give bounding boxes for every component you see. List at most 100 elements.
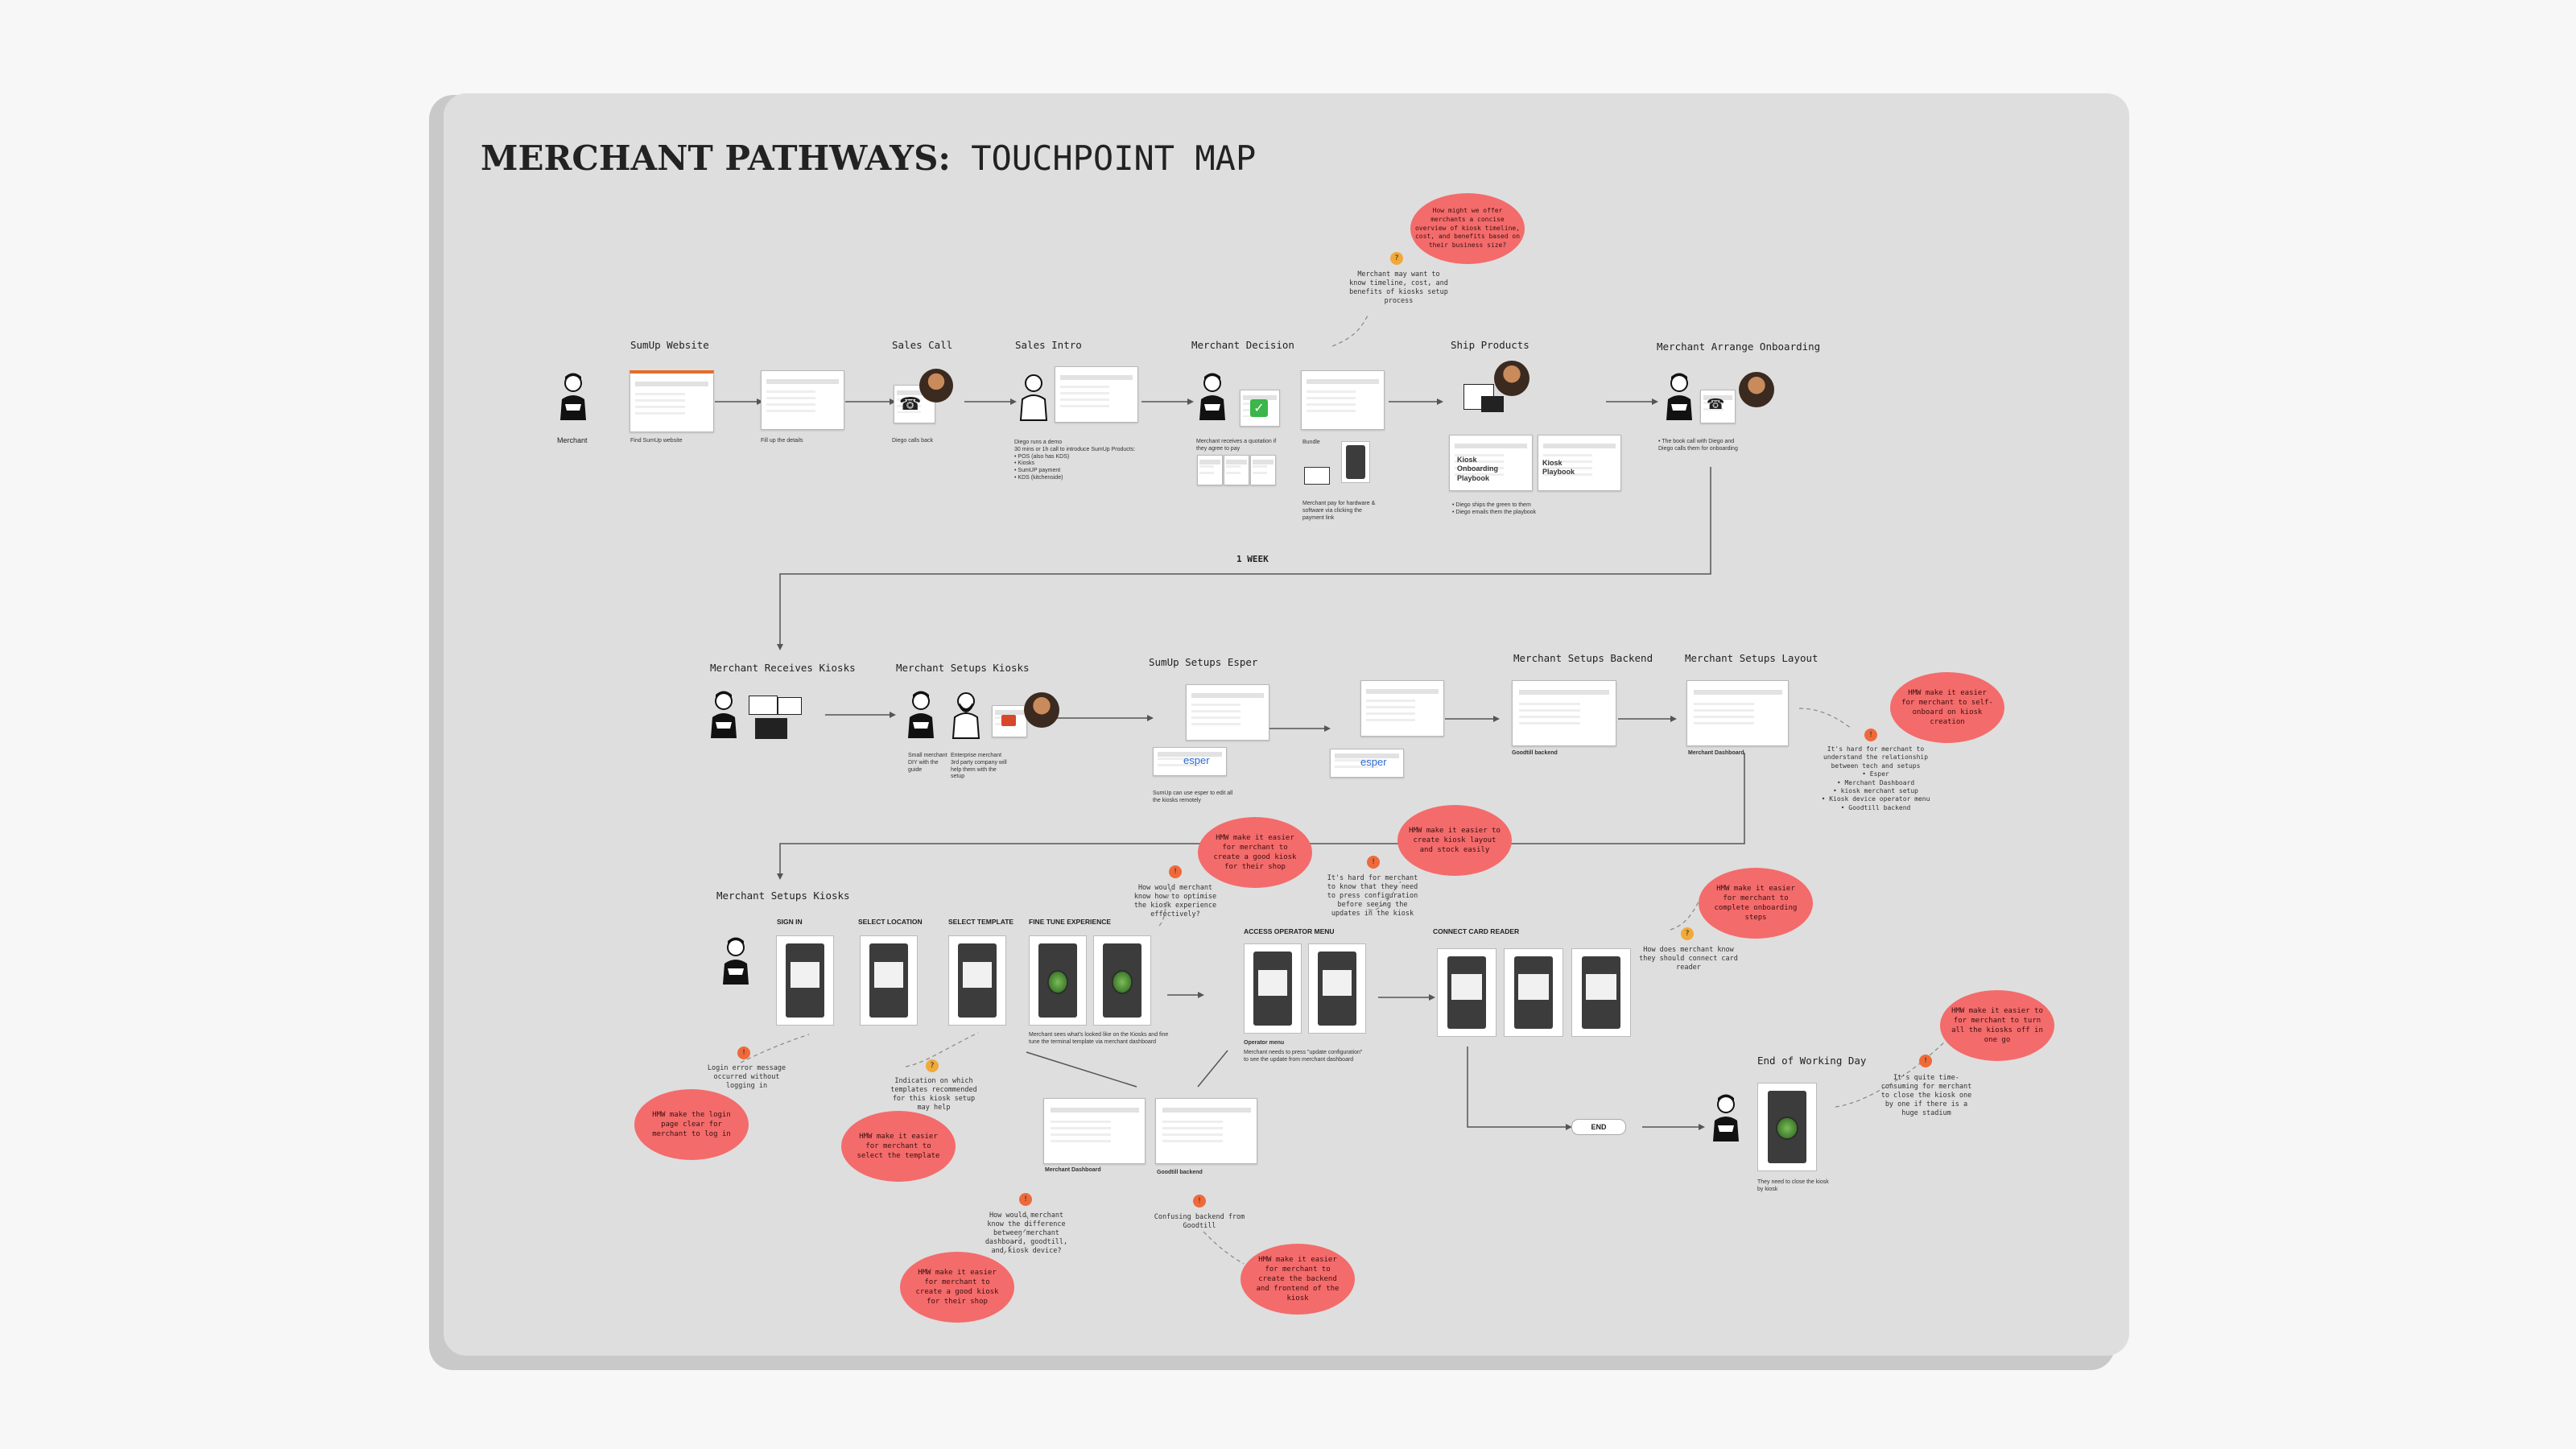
parcel-icon-3	[755, 718, 787, 739]
bubble-hmw-login: HMW make the login page clear for mercha…	[634, 1089, 749, 1160]
caption-diego-calls: Diego calls back	[892, 438, 933, 444]
caption-small-merchant: Small merchant DIY with the guide	[908, 753, 947, 773]
bubble-hmw-backend: HMW make it easier for merchant to creat…	[1241, 1244, 1355, 1315]
check-icon: ✓	[1250, 399, 1268, 417]
stage-layout: Merchant Setups Layout	[1685, 652, 1818, 664]
stage-ship: Ship Products	[1451, 339, 1530, 351]
merchant-person-icon	[555, 372, 591, 427]
end-marker: END	[1571, 1119, 1626, 1135]
stage-sales-intro: Sales Intro	[1015, 339, 1082, 351]
angry-emoji-icon-6: !	[1193, 1195, 1206, 1208]
esper-logo-card-2	[1330, 749, 1404, 778]
toolbox-icon	[1001, 715, 1016, 726]
angry-emoji-icon-2: !	[1169, 865, 1182, 878]
note-press-config: It's hard for merchant to know that they…	[1327, 874, 1418, 919]
bubble-hmw-good-kiosk: HMW make it easier for merchant to creat…	[1198, 817, 1312, 888]
small-merchant-person-icon	[903, 690, 939, 745]
caption-goodtill-backend-2: Goodtill backend	[1157, 1170, 1203, 1175]
presenter-person-icon	[1016, 372, 1051, 427]
sign-in-tablet	[776, 935, 834, 1026]
note-login-error: Login error message occurred without log…	[707, 1064, 786, 1091]
quotation-doc-3	[1250, 455, 1276, 485]
step-sign-in: SIGN IN	[777, 918, 803, 926]
angry-emoji-icon-4: !	[737, 1046, 750, 1059]
phone-icon: ☎	[899, 394, 922, 415]
thinking-emoji-icon-3: ?	[926, 1059, 939, 1072]
playbook-doc-2	[1538, 435, 1621, 491]
card-reader-photo-1	[1437, 948, 1496, 1037]
esper-logo: esper	[1183, 754, 1210, 766]
caption-enterprise: Enterprise merchant 3rd party company wi…	[951, 753, 1007, 780]
receives-person-icon	[706, 690, 741, 745]
setup-avatar-icon	[1024, 692, 1059, 728]
caption-goodtill-backend: Goodtill backend	[1512, 750, 1558, 756]
stage-setups-kiosks: Merchant Setups Kiosks	[896, 662, 1030, 674]
note-relationship: It's hard for merchant to understand the…	[1821, 745, 1930, 811]
shipper-avatar-icon	[1494, 361, 1530, 396]
playbook-doc-1	[1449, 435, 1533, 491]
bubble-hmw-good-kiosk-2: HMW make it easier for merchant to creat…	[900, 1252, 1014, 1323]
operator-tablet-2	[1308, 943, 1366, 1034]
caption-ship-notes: • Diego ships the green to them • Diego …	[1452, 502, 1537, 515]
stage-esper: SumUp Setups Esper	[1149, 656, 1258, 668]
note-optimise: How would merchant know how to optimise …	[1133, 884, 1217, 919]
fine-tune-tablet-2	[1093, 935, 1151, 1026]
angry-emoji-icon: !	[1864, 729, 1877, 741]
diego-avatar-icon	[919, 369, 953, 402]
bubble-hmw-layout: HMW make it easier to create kiosk layou…	[1397, 805, 1512, 876]
backend-screenshot	[1512, 680, 1616, 746]
note-indication: Indication on which templates recommende…	[890, 1077, 977, 1113]
card-reader-photo-3	[1571, 948, 1631, 1037]
caption-esper-note: SumUp can use esper to edit all the kios…	[1153, 791, 1233, 803]
caption-close-kiosk: They need to close the kiosk by kiosk	[1757, 1179, 1829, 1192]
bubble-hmw-self-onboard: HMW make it easier for merchant to self-…	[1890, 672, 2004, 743]
caption-merchant-dashboard-2: Merchant Dashboard	[1045, 1167, 1101, 1173]
quotation-doc	[1197, 455, 1223, 485]
card-reader-photo-2	[1504, 948, 1563, 1037]
caption-intro-notes: Diego runs a demo 30 mins or 1h call to …	[1014, 440, 1136, 481]
page-title: MERCHANT PATHWAYS: TOUCHPOINT MAP	[481, 138, 1256, 178]
bubble-hmw-turn-off: HMW make it easier to for merchant to tu…	[1940, 990, 2054, 1061]
end-day-tablet	[1757, 1083, 1817, 1171]
caption-find-site: Find SumUp website	[630, 438, 683, 444]
stage-decision: Merchant Decision	[1191, 339, 1294, 351]
bubble-hmw-template: HMW make it easier for merchant to selec…	[841, 1111, 956, 1182]
esper-logo-2: esper	[1360, 756, 1387, 768]
caption-playbook-1: Kiosk Onboarding Playbook	[1457, 456, 1498, 482]
caption-merchant-dashboard: Merchant Dashboard	[1688, 750, 1744, 756]
angry-emoji-icon-7: !	[1919, 1055, 1932, 1067]
caption-operator-menu: Operator menu	[1244, 1040, 1285, 1046]
caption-fill-details: Fill up the details	[761, 438, 803, 444]
arrange-phone-card	[1700, 390, 1736, 423]
title-bold: MERCHANT PATHWAYS:	[481, 138, 951, 178]
layout-screenshot	[1686, 680, 1789, 746]
decision-person-icon	[1195, 372, 1230, 427]
quotation-doc-2	[1224, 455, 1249, 485]
website-screenshot	[630, 370, 714, 432]
arrange-phone-icon: ☎	[1707, 396, 1725, 413]
stage-sales-call: Sales Call	[892, 339, 953, 351]
angry-emoji-icon-5: !	[1019, 1193, 1032, 1206]
arrange-avatar-icon	[1739, 372, 1774, 407]
caption-playbook-2: Kiosk Playbook	[1542, 459, 1575, 477]
parcel-icon	[749, 696, 778, 715]
thinking-emoji-icon: ?	[1390, 252, 1403, 265]
stage-receives: Merchant Receives Kiosks	[710, 662, 856, 674]
note-difference: How would merchant know the difference b…	[985, 1212, 1068, 1256]
bubble-hmw-timeline: How might we offer merchants a concise o…	[1410, 193, 1525, 264]
box-icon-2	[1481, 396, 1504, 412]
stage-end-day: End of Working Day	[1757, 1055, 1867, 1067]
step-select-template: SELECT TEMPLATE	[948, 918, 1014, 926]
card-terminal-icon	[1304, 467, 1330, 485]
caption-arrange-notes: • The book call with Diego and Diego cal…	[1658, 439, 1738, 452]
goodtill-screenshot	[1155, 1098, 1257, 1164]
caption-merchant: Merchant	[557, 436, 588, 444]
select-template-tablet	[948, 935, 1006, 1026]
week-label: 1 WEEK	[1236, 554, 1269, 564]
esper-screenshot-2	[1360, 680, 1444, 737]
stage-backend: Merchant Setups Backend	[1513, 652, 1653, 664]
enterprise-person-icon	[948, 690, 984, 745]
bubble-hmw-onboarding: HMW make it easier for merchant to compl…	[1699, 868, 1813, 939]
setup-person-icon	[718, 936, 753, 991]
operator-tablet-1	[1244, 943, 1302, 1034]
